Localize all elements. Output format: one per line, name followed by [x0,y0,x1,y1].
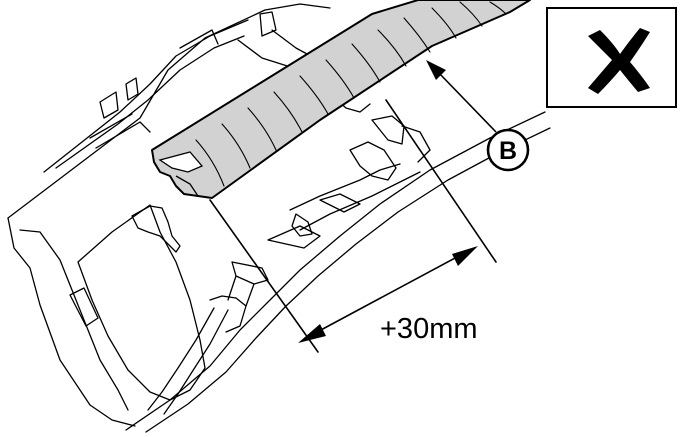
x-cross-icon [588,28,650,94]
extension-line-right [385,99,497,263]
rubber-strip [151,0,531,199]
extension-line-left [209,199,319,353]
dimension-arrow-left [298,324,326,343]
callout-b: B [426,60,530,172]
dimension-arrow-right [452,246,478,266]
dimension-30mm [209,99,497,353]
wrong-mark-box [546,7,677,108]
callout-b-label: B [499,137,517,165]
dimension-label: +30mm [380,313,478,345]
dimension-line [305,249,471,339]
wiper-housing [7,3,551,433]
